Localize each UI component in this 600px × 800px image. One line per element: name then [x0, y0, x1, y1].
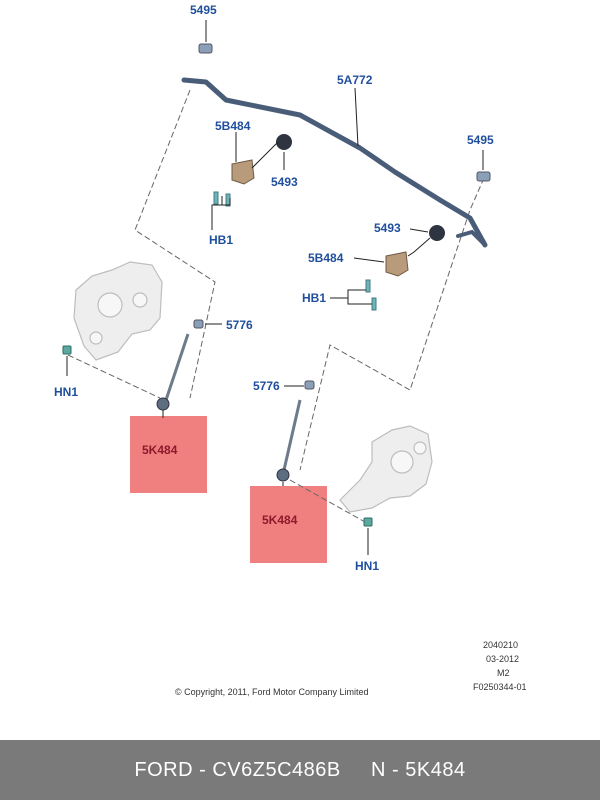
- stabilizer-link-right[interactable]: [276, 399, 302, 482]
- callout-5b484-left[interactable]: 5B484: [215, 119, 251, 133]
- highlight-box-left[interactable]: [130, 416, 207, 493]
- leader-lines: [66, 20, 484, 555]
- callout-5495-right[interactable]: 5495: [467, 133, 494, 147]
- meta-line-3: M2: [497, 668, 510, 678]
- callout-hb1-right[interactable]: HB1: [302, 291, 326, 305]
- bushing-bracket-left[interactable]: [231, 159, 255, 185]
- meta-line-4: F0250344-01: [473, 682, 527, 692]
- nut-5495-top[interactable]: [198, 43, 213, 54]
- bushing-5493-left[interactable]: [276, 134, 292, 150]
- stud-5776-right[interactable]: [304, 380, 315, 390]
- copyright-text: © Copyright, 2011, Ford Motor Company Li…: [175, 687, 369, 697]
- footer-bar: FORD - CV6Z5C486B N - 5K484: [0, 740, 600, 800]
- callout-hb1-left[interactable]: HB1: [209, 233, 233, 247]
- callout-5776-right[interactable]: 5776: [253, 379, 280, 393]
- knuckle-left: [73, 261, 163, 361]
- parts-diagram: 5495 5A772 5B484 5493 HB1 5495 5493 5B48…: [54, 3, 527, 697]
- callout-hn1-right[interactable]: HN1: [355, 559, 379, 573]
- callout-5k484-right[interactable]: 5K484: [262, 513, 298, 527]
- stabilizer-bar[interactable]: [181, 77, 488, 248]
- stud-5776-left[interactable]: [193, 319, 204, 329]
- stabilizer-link-left[interactable]: [156, 333, 190, 411]
- callout-5a772[interactable]: 5A772: [337, 73, 373, 87]
- nut-5495-right[interactable]: [476, 171, 491, 182]
- stabilizer-bar-end: [456, 229, 487, 247]
- bushing-bracket-right[interactable]: [385, 251, 409, 277]
- footer-part-number: FORD - CV6Z5C486B N - 5K484: [134, 758, 466, 781]
- callout-5495-top[interactable]: 5495: [190, 3, 217, 17]
- knuckle-right: [339, 425, 433, 513]
- assembly-guide-lines: [67, 89, 485, 523]
- callout-hn1-left[interactable]: HN1: [54, 385, 78, 399]
- hex-nut-hn1-left[interactable]: [62, 345, 72, 355]
- hex-nut-hn1-right[interactable]: [363, 517, 373, 527]
- bolts-hb1-right[interactable]: [365, 279, 377, 311]
- callout-5493-right[interactable]: 5493: [374, 221, 401, 235]
- meta-line-2: 03-2012: [486, 654, 519, 664]
- callout-5k484-left[interactable]: 5K484: [142, 443, 178, 457]
- callout-5493-left[interactable]: 5493: [271, 175, 298, 189]
- meta-line-1: 2040210: [483, 640, 518, 650]
- bushing-5493-right[interactable]: [429, 225, 445, 241]
- callout-5776-left[interactable]: 5776: [226, 318, 253, 332]
- callout-5b484-right[interactable]: 5B484: [308, 251, 344, 265]
- highlight-box-right[interactable]: [250, 486, 327, 563]
